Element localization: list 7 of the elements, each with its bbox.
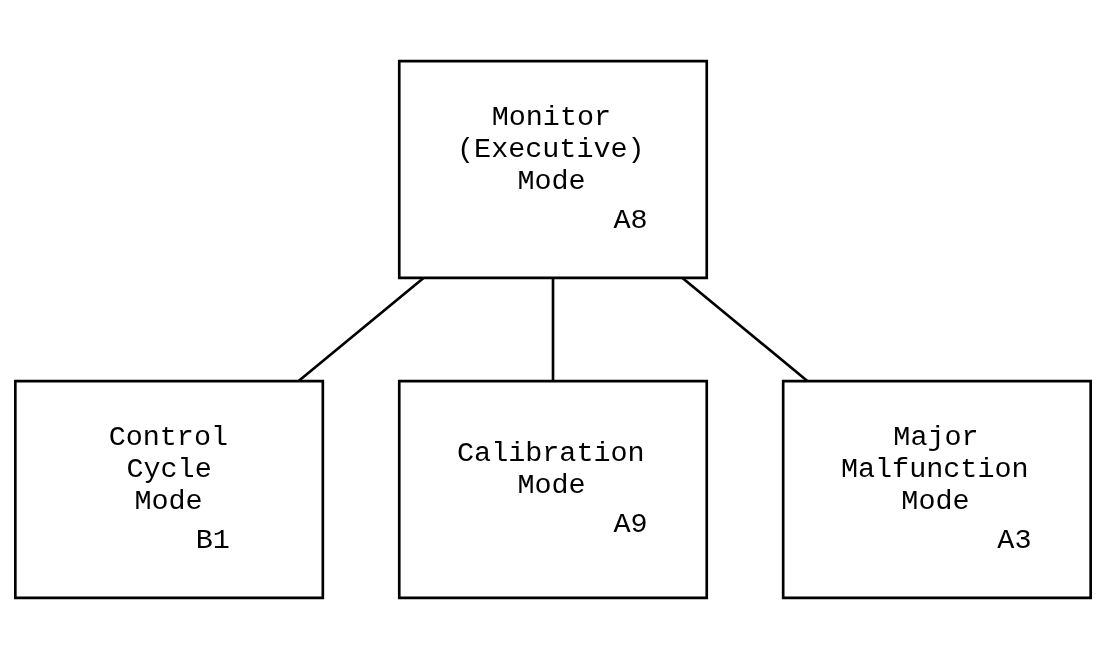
node-box: Control Cycle Mode B1 [14,379,325,599]
node-box: Monitor (Executive) Mode A8 [397,59,709,279]
connector [681,276,809,382]
connector [551,277,555,381]
node-box: Major Malfunction Mode A3 [781,379,1092,599]
connector [297,276,425,382]
node-box: Calibration Mode A9 [397,379,709,599]
